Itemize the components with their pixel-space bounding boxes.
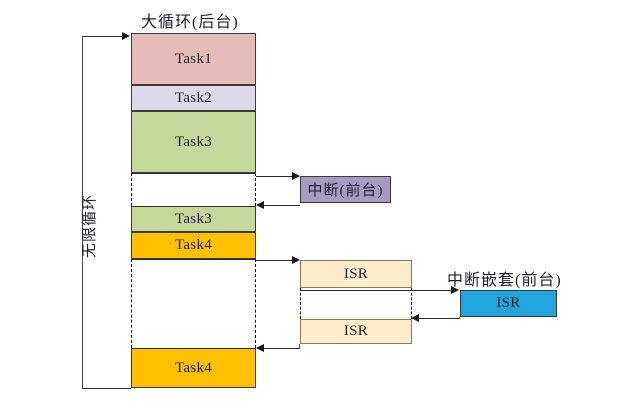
task-block-task1: Task1 <box>131 33 256 85</box>
interrupt-return-line-1 <box>264 205 300 206</box>
interrupt-entry-arrow-1-icon <box>292 171 300 180</box>
dashed-line-left-gap1 <box>131 173 132 206</box>
isr-return-arrow-icon <box>256 343 264 352</box>
isr-return-drop <box>299 344 300 349</box>
nested-interrupt-title: 中断嵌套(前台) <box>447 272 562 289</box>
loop-bracket-vertical <box>82 36 83 388</box>
dashed-line-right-gap2 <box>255 259 256 348</box>
isr-return-line <box>264 348 300 349</box>
dashed-line-left-gap2 <box>131 259 132 348</box>
nested-isr-return-drop <box>459 317 460 319</box>
isr-block-resumed: ISR <box>300 319 412 344</box>
nested-isr-entry-line <box>300 290 452 291</box>
isr-entry-arrow-1-icon <box>292 255 300 264</box>
loop-bracket-arrow-icon <box>122 31 130 40</box>
isr-block-first: ISR <box>300 260 412 288</box>
interrupt-entry-line-1 <box>256 176 294 177</box>
nested-isr-return-arrow-icon <box>411 313 419 322</box>
gap1-bottom-rule <box>131 206 256 207</box>
task-block-task4-first: Task4 <box>131 232 256 259</box>
loop-bracket-bottom <box>82 388 131 389</box>
nested-isr-return-line <box>419 318 460 319</box>
isr-entry-line-1 <box>256 260 294 261</box>
nested-isr-entry-arrow-icon <box>451 285 459 294</box>
loop-bracket-top <box>82 36 126 37</box>
main-loop-title: 大循环(后台) <box>141 14 239 31</box>
dashed-line-right-gap1 <box>255 173 256 206</box>
interrupt-return-arrow-1-icon <box>256 200 264 209</box>
task-block-task2: Task2 <box>131 85 256 111</box>
infinite-loop-label: 无限循环 <box>82 193 98 258</box>
isr-block-nested: ISR <box>460 290 557 317</box>
task-block-task3-resumed: Task3 <box>131 206 256 232</box>
dashed-line-isr-right <box>411 288 412 319</box>
gap1-top-rule <box>131 173 256 174</box>
task-block-task3-first: Task3 <box>131 111 256 173</box>
interrupt-block-foreground: 中断(前台) <box>300 176 391 203</box>
gap2-bottom-rule <box>131 348 256 349</box>
task-block-task4-resumed: Task4 <box>131 348 256 388</box>
dashed-line-isr-left <box>300 288 301 319</box>
gap2-top-rule <box>131 259 256 260</box>
